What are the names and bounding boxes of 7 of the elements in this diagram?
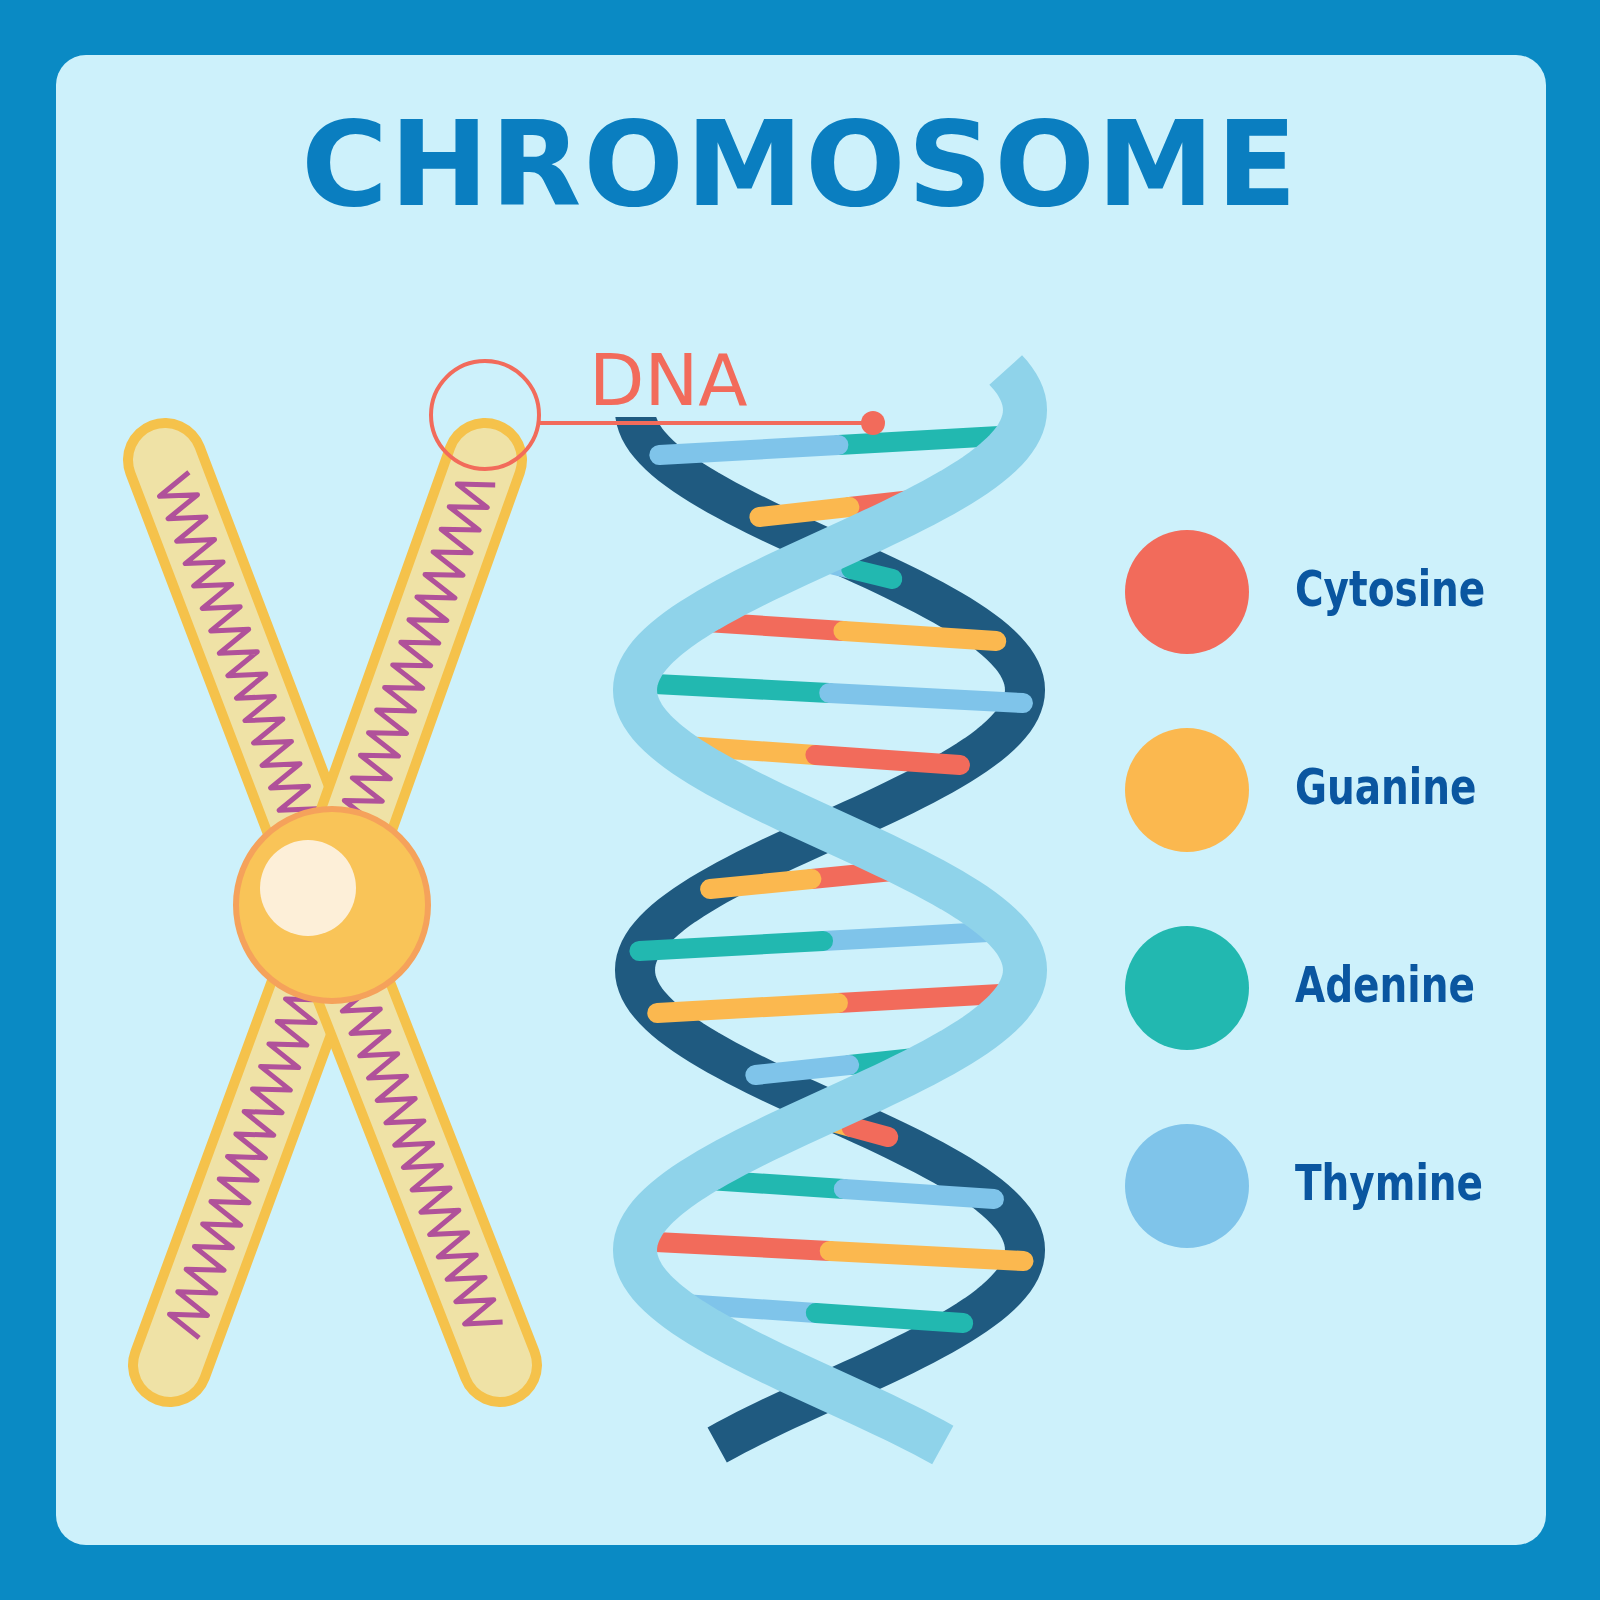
legend-label: Guanine (1295, 758, 1477, 816)
leader-line (538, 411, 885, 435)
legend-label: Adenine (1295, 956, 1475, 1014)
legend-label: Thymine (1295, 1154, 1483, 1212)
legend-label: Cytosine (1295, 560, 1486, 618)
title: CHROMOSOME (300, 95, 1300, 233)
highlight-circle (429, 359, 541, 471)
